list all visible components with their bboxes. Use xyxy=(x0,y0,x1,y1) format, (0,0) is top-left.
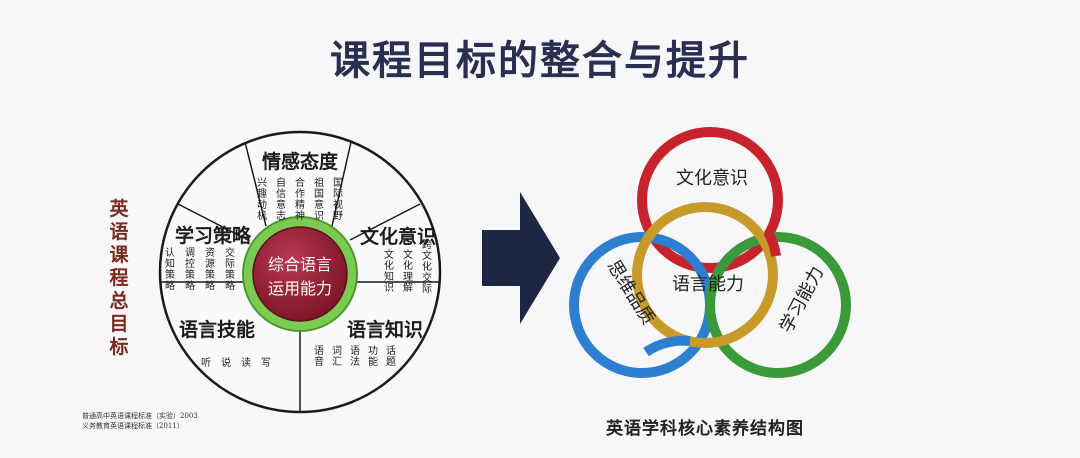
item-text: 跨文化交际 xyxy=(422,239,432,295)
ring-label-language: 语言能力 xyxy=(672,274,744,295)
ring-label-thinking: 思维品质 xyxy=(603,257,659,329)
divider-line xyxy=(349,203,421,241)
item-text: 祖国意识 xyxy=(314,176,324,222)
item-text: 文化知识 xyxy=(384,248,394,294)
section-title-knowledge: 语言知识 xyxy=(347,318,423,341)
center-text-line1: 综合语言 xyxy=(268,255,332,274)
affect-items: 兴趣动机 自信意志 合作精神 祖国意识 国际视野 xyxy=(257,176,343,222)
section-title-strategy: 学习策略 xyxy=(175,224,252,247)
item-text: 语法 xyxy=(350,345,360,368)
ring-overlap xyxy=(763,229,781,257)
diagram-caption: 英语学科核心素养结构图 xyxy=(606,419,804,439)
skills-items: 听 说 读 写 xyxy=(201,356,271,369)
ring-culture xyxy=(637,127,783,273)
divider-line xyxy=(244,141,267,227)
item-text: 话题 xyxy=(386,345,396,368)
culture-items: 文化知识 文化理解 跨文化交际 xyxy=(384,239,432,295)
strategy-items: 认知策略 调控策略 资源策略 交际策略 xyxy=(165,246,235,292)
ring-label-culture: 文化意识 xyxy=(676,168,748,189)
divider-line xyxy=(331,141,352,227)
ring-language xyxy=(632,202,778,348)
item-text: 认知策略 xyxy=(165,246,175,292)
source-note-1: 普通高中英语课程标准（实验）2003 xyxy=(82,412,198,420)
item-text: 说 xyxy=(221,356,231,369)
item-text: 词汇 xyxy=(332,345,342,368)
divider-line xyxy=(177,203,249,241)
right-arrow-icon xyxy=(482,192,560,324)
ring-learning xyxy=(705,232,851,378)
item-text: 交际策略 xyxy=(225,246,235,292)
section-title-skills: 语言技能 xyxy=(179,318,255,341)
section-title-culture: 文化意识 xyxy=(360,225,436,248)
item-text: 功能 xyxy=(368,345,378,368)
source-note-2: 义务教育英语课程标准（2011） xyxy=(82,422,184,430)
item-text: 国际视野 xyxy=(333,177,343,222)
ring-overlap xyxy=(643,335,691,357)
item-text: 写 xyxy=(261,357,271,369)
center-core xyxy=(252,226,348,322)
center-text-line2: 运用能力 xyxy=(268,279,332,298)
item-text: 听 xyxy=(201,357,211,369)
item-text: 文化理解 xyxy=(403,248,413,294)
core-literacy-rings: 文化意识 语言能力 思维品质 学习能力 xyxy=(569,127,851,378)
goal-wheel: 综合语言 运用能力 情感态度 学习策略 文化意识 语言技能 语言知识 兴趣动机 … xyxy=(158,130,442,414)
item-text: 兴趣动机 xyxy=(257,177,267,222)
item-text: 语音 xyxy=(314,345,324,368)
item-text: 合作精神 xyxy=(295,176,305,222)
item-text: 调控策略 xyxy=(185,247,195,292)
item-text: 资源策略 xyxy=(205,247,215,292)
ring-label-learning: 学习能力 xyxy=(776,263,828,336)
item-text: 自信意志 xyxy=(276,176,286,222)
item-text: 读 xyxy=(241,356,251,369)
vertical-label: 英语课程总目标 xyxy=(109,198,129,358)
knowledge-items: 语音 词汇 语法 功能 话题 xyxy=(314,345,396,368)
page-title: 课程目标的整合与提升 xyxy=(330,38,750,84)
section-title-affect: 情感态度 xyxy=(262,150,339,173)
